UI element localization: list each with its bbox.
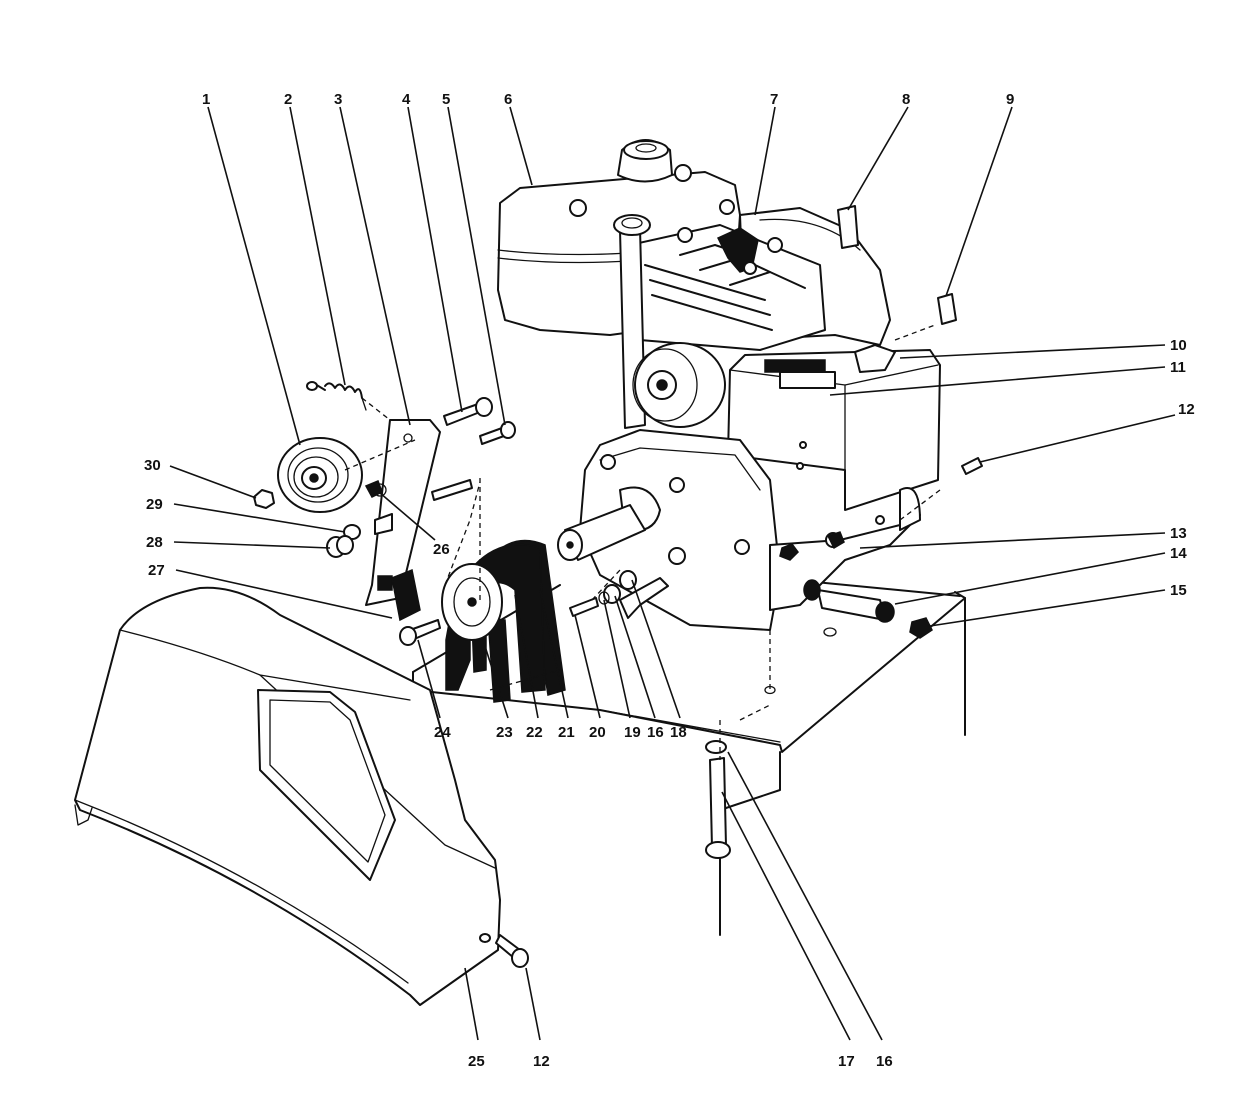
- callout-19: 19: [624, 724, 641, 741]
- callout-12-bottom: 12: [533, 1053, 550, 1070]
- bolt-14: [803, 579, 895, 623]
- callout-3: 3: [334, 91, 342, 108]
- callout-16-bottom: 16: [876, 1053, 893, 1070]
- callout-12-top: 12: [1178, 401, 1195, 418]
- bushing-28: [326, 535, 354, 558]
- callout-27: 27: [148, 562, 165, 579]
- nut-30: [253, 489, 275, 509]
- idler-pulley: [277, 437, 363, 513]
- washer-16-bottom: [705, 740, 727, 754]
- idler-arm: [569, 570, 669, 619]
- nut-26: [364, 480, 383, 498]
- callout-26: 26: [433, 541, 450, 558]
- decal-8: [837, 205, 859, 249]
- callout-18: 18: [670, 724, 687, 741]
- callout-numbers: 1 2 3 4 5 6 7 8 9 10 11 12 13 14 15 30 2…: [144, 91, 1195, 1070]
- callout-24: 24: [434, 724, 451, 741]
- callout-17: 17: [838, 1053, 855, 1070]
- nut-15: [909, 617, 933, 639]
- callout-16-mid: 16: [647, 724, 664, 741]
- cooling-fins: [644, 244, 806, 331]
- callout-21: 21: [558, 724, 575, 741]
- assembly-lines: [344, 324, 941, 760]
- bolt-12-top: [961, 457, 983, 475]
- bolt-17: [705, 757, 731, 859]
- callout-5: 5: [442, 91, 450, 108]
- callout-11: 11: [1170, 359, 1186, 376]
- callout-25: 25: [468, 1053, 485, 1070]
- engine: [497, 139, 941, 631]
- callout-23: 23: [496, 724, 513, 741]
- callout-20: 20: [589, 724, 606, 741]
- spring: [306, 381, 367, 411]
- leader-lines: [169, 106, 1176, 1041]
- callout-4: 4: [402, 91, 411, 108]
- callout-8: 8: [902, 91, 910, 108]
- block-27: [391, 568, 421, 622]
- callout-1: 1: [202, 91, 210, 108]
- nut-13: [779, 531, 845, 561]
- callout-2: 2: [284, 91, 292, 108]
- bolt-4: [443, 397, 493, 426]
- callout-29: 29: [146, 496, 163, 513]
- bolt-24: [399, 619, 441, 646]
- callout-30: 30: [144, 457, 161, 474]
- decal-9: [937, 293, 957, 325]
- callout-7: 7: [770, 91, 778, 108]
- bolt-5: [479, 421, 516, 445]
- callout-28: 28: [146, 534, 163, 551]
- callout-9: 9: [1006, 91, 1014, 108]
- belt-cover: [74, 586, 501, 1006]
- callout-6: 6: [504, 91, 512, 108]
- callout-13: 13: [1170, 525, 1187, 542]
- callout-22: 22: [526, 724, 543, 741]
- bolt-12-bottom: [495, 934, 529, 968]
- callout-14: 14: [1170, 545, 1187, 562]
- callout-10: 10: [1170, 337, 1187, 354]
- callout-15: 15: [1170, 582, 1187, 599]
